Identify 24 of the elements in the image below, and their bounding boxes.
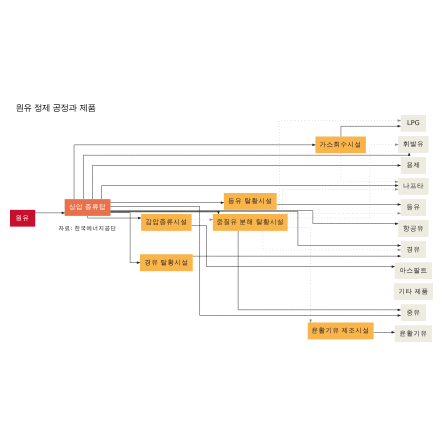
arrow	[74, 143, 316, 199]
arrow	[87, 215, 142, 219]
arrow	[110, 212, 140, 264]
arrow	[276, 202, 401, 206]
arrow	[110, 200, 224, 204]
arrow	[288, 226, 312, 322]
arrow	[101, 184, 398, 199]
arrow	[35, 211, 65, 214]
arrow	[288, 142, 398, 218]
arrow	[374, 330, 395, 334]
arrow	[192, 254, 401, 257]
arrow	[192, 218, 213, 220]
arrow	[83, 152, 410, 199]
arrow	[279, 118, 401, 214]
arrow	[110, 206, 401, 316]
arrow	[285, 212, 401, 214]
arrow	[238, 230, 401, 311]
arrow	[92, 164, 401, 199]
arrow	[340, 152, 398, 183]
arrow	[191, 224, 395, 268]
arrow	[262, 230, 401, 251]
arrow	[340, 124, 401, 136]
diagram-title: 원유 정제 공정과 제품	[15, 102, 96, 112]
arrow	[282, 188, 398, 214]
